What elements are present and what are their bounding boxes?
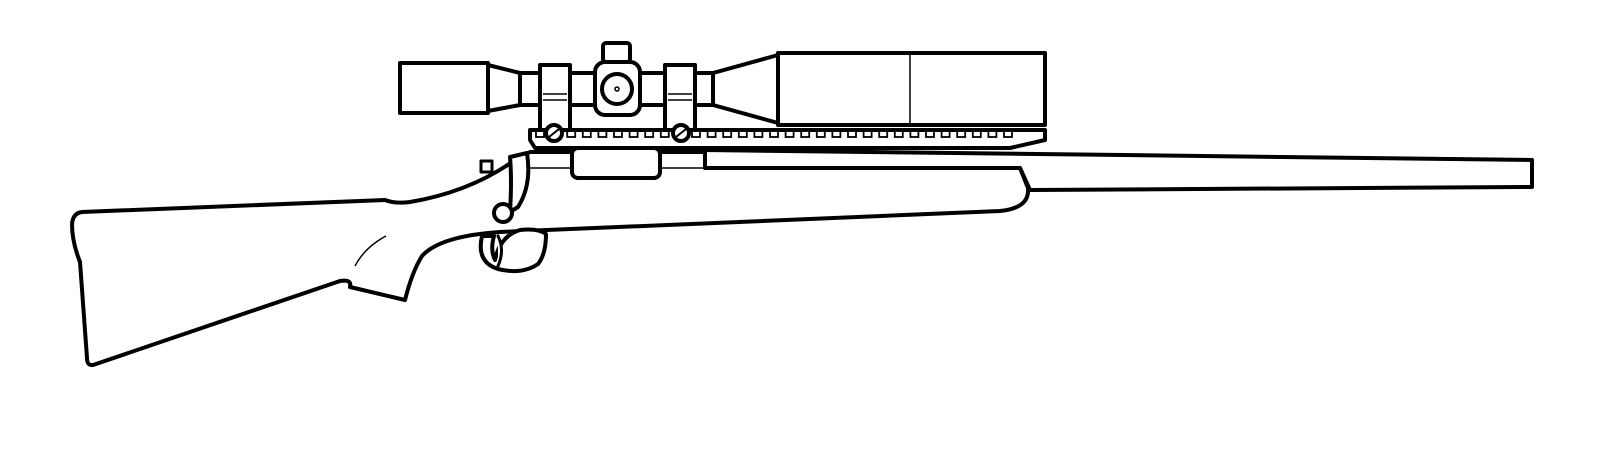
cheek-line xyxy=(354,235,387,267)
rail-slot xyxy=(831,130,842,138)
rail-slot xyxy=(925,130,935,138)
trigger xyxy=(496,234,503,268)
rail-slot xyxy=(878,130,889,138)
rail-slot xyxy=(613,130,623,138)
ring-screw-front-slot xyxy=(675,128,687,138)
rail-slot xyxy=(753,130,764,138)
scope-objective xyxy=(776,51,1047,127)
rail-slot xyxy=(722,130,733,138)
rail-slot xyxy=(706,130,717,138)
stock xyxy=(70,150,1031,368)
ring-rear-detail xyxy=(543,93,567,101)
rail-slot xyxy=(815,130,826,138)
scope-objective-taper xyxy=(711,53,780,125)
bolt-knob xyxy=(492,202,514,224)
rail-slot xyxy=(1003,130,1013,138)
rail-slot xyxy=(862,130,873,138)
rail-slot xyxy=(893,130,904,138)
bolt-end xyxy=(479,159,494,174)
ejection-port xyxy=(570,146,662,180)
scope-ring-rear xyxy=(538,63,572,132)
rail-slot xyxy=(581,130,592,138)
rail-slot xyxy=(769,130,779,138)
ring-screw-rear-slot xyxy=(548,128,560,138)
bolt-handle xyxy=(508,151,531,214)
rail-slot xyxy=(987,130,998,138)
rail-slot xyxy=(737,130,748,138)
scope-turret-cap xyxy=(601,41,632,64)
scope-eyepiece xyxy=(398,61,490,115)
rail-slot xyxy=(847,130,857,138)
rail-slot xyxy=(956,130,967,138)
scope-ring-front xyxy=(663,63,697,132)
ring-front-detail xyxy=(668,93,692,101)
rail-slot xyxy=(628,130,639,138)
rail-slot xyxy=(909,130,920,138)
rail-slot xyxy=(940,130,951,138)
rail-slot xyxy=(597,130,608,138)
trigger-guard xyxy=(478,227,548,274)
rail-slot xyxy=(800,130,811,138)
turret-center xyxy=(614,86,620,92)
rail-slots xyxy=(535,130,1013,138)
rail-slot xyxy=(784,130,795,138)
scope-eyepiece-taper xyxy=(486,63,522,113)
rail-slot xyxy=(644,130,655,138)
rail-slot xyxy=(971,130,982,138)
